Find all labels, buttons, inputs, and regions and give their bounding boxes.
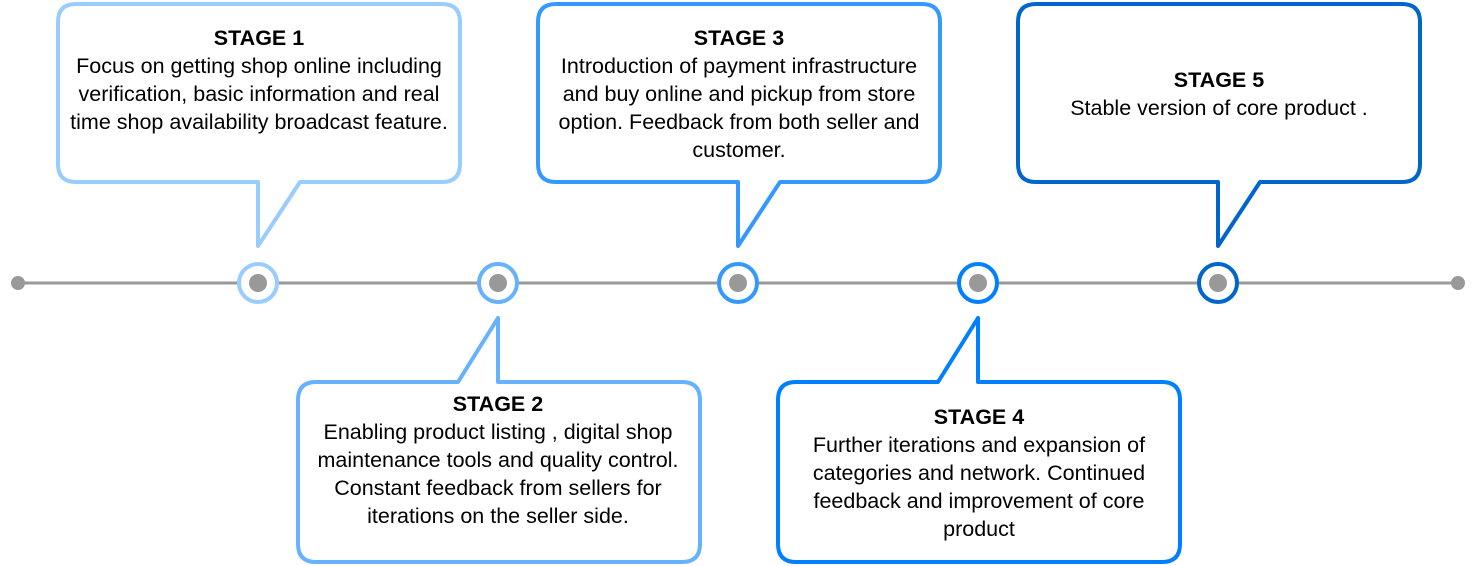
callout-text-stage-5: STAGE 5 Stable version of core product . [1024,66,1414,122]
stage-title: STAGE 2 [452,392,544,416]
stage-title: STAGE 4 [933,405,1025,429]
stage-title: STAGE 1 [213,26,305,50]
callout-text-stage-3: STAGE 3 Introduction of payment infrastr… [544,24,934,164]
callout-stage-2 [296,316,702,564]
stage-description: Further iterations and expansion of cate… [812,433,1146,541]
stage-description: Focus on getting shop online including v… [70,54,448,134]
callout-text-stage-4: STAGE 4 Further iterations and expansion… [784,403,1174,543]
callout-stage-5 [1016,2,1422,248]
milestone-stage-4 [957,262,999,304]
stage-title: STAGE 3 [693,26,785,50]
stage-description: Introduction of payment infrastructure a… [558,54,920,162]
callout-stage-3 [536,2,942,248]
milestone-stage-2 [477,262,519,304]
callout-stage-4 [776,316,1182,564]
milestone-stage-1 [237,262,279,304]
milestone-stage-5 [1197,262,1239,304]
callout-text-stage-1: STAGE 1 Focus on getting shop online inc… [64,24,454,136]
timeline-end-dot [1451,276,1465,290]
timeline-start-dot [11,276,25,290]
callout-stage-1 [56,2,462,248]
stage-description: Stable version of core product . [1070,96,1368,120]
stage-title: STAGE 5 [1173,68,1265,92]
milestone-stage-3 [717,262,759,304]
callout-text-stage-2: STAGE 2 Enabling product listing , digit… [303,390,693,530]
stage-description: Enabling product listing , digital shop … [317,420,679,528]
